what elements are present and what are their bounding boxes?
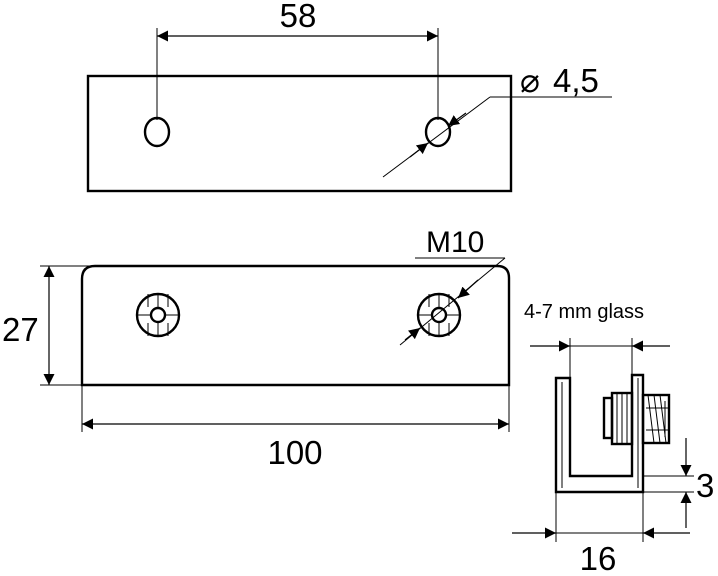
mounting-hole-left <box>143 116 171 148</box>
dimension-label-glass-range: 4-7 mm glass <box>524 301 644 323</box>
dimension-label-hole-spacing: 58 <box>280 0 317 34</box>
leader-arrow-m10-lower <box>404 327 421 341</box>
top-plate-outline <box>86 74 513 193</box>
screw-head-right <box>416 292 462 338</box>
front-plate-outline <box>80 264 511 387</box>
dimension-label-screw-size: M10 <box>426 226 484 259</box>
side-screw-thread <box>641 393 671 445</box>
side-screw-cap <box>602 396 614 440</box>
front-view: M10 27 100 <box>2 226 511 471</box>
diameter-symbol: ⌀ <box>520 62 540 99</box>
leader-line-diameter <box>382 96 491 178</box>
dimension-label-length: 100 <box>267 434 322 471</box>
dimension-label-height: 27 <box>2 311 39 348</box>
top-view: 58 ⌀ 4,5 <box>86 0 612 193</box>
side-view: 4-7 mm glass 3 16 <box>512 301 714 576</box>
leader-arrow-m10-upper <box>457 279 479 299</box>
screw-head-left <box>135 292 181 338</box>
leader-arrow-upper <box>447 112 467 127</box>
leader-arrow-lower <box>409 142 429 158</box>
dimension-label-hole-diameter: 4,5 <box>553 62 599 99</box>
dimension-label-wall-thickness: 3 <box>696 467 714 504</box>
dimension-label-profile-width: 16 <box>580 540 617 576</box>
